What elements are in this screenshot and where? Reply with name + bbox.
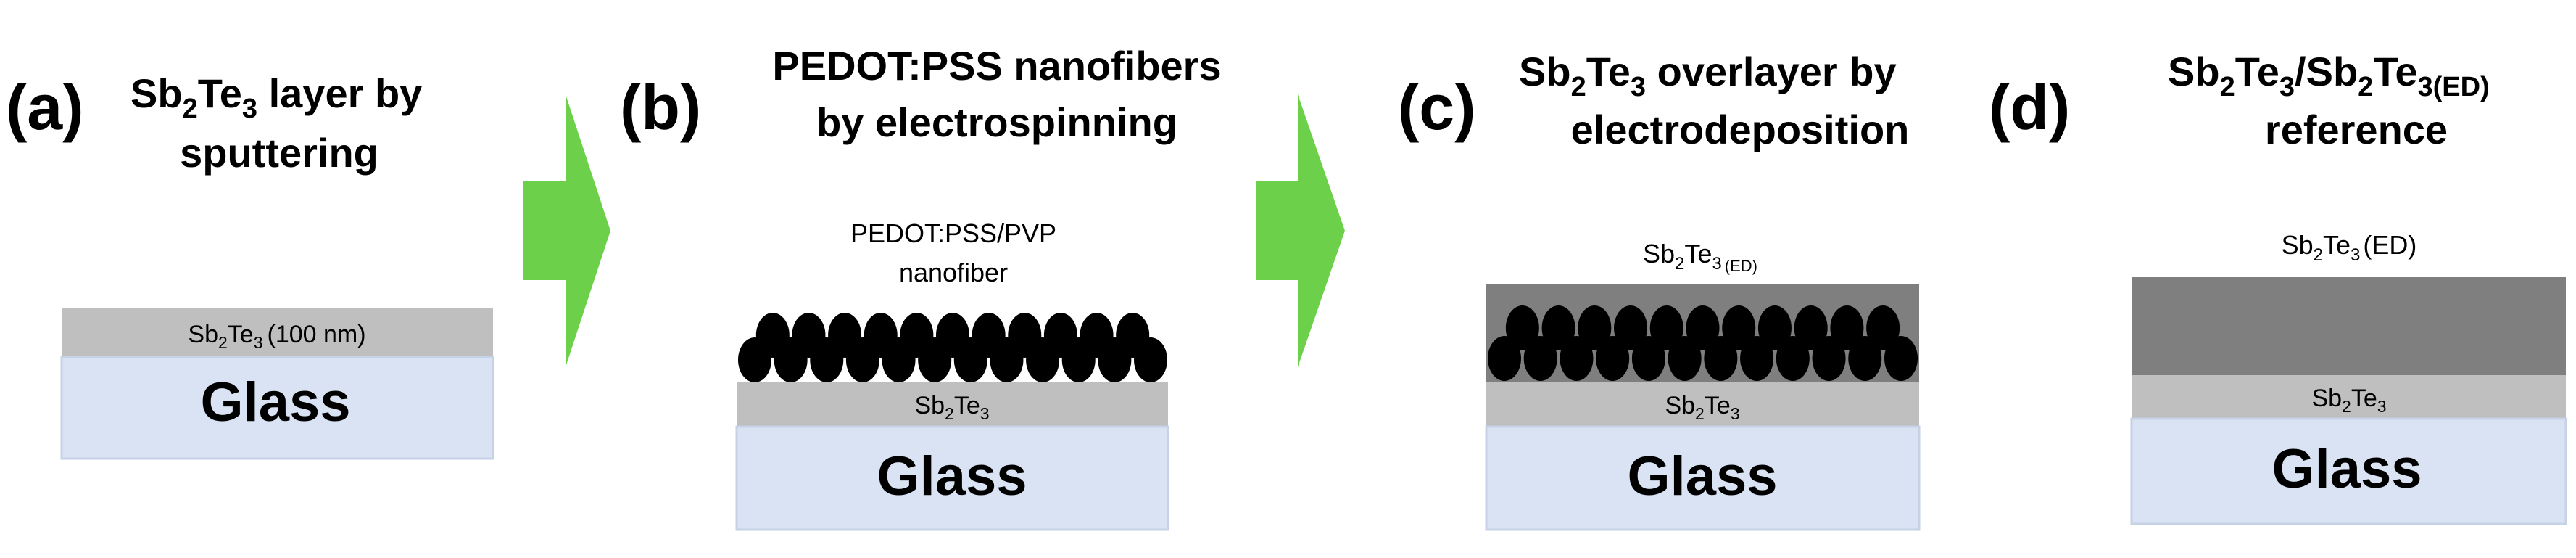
panel-c-title-line1: Sb2Te3 overlayer by (1519, 49, 1897, 102)
panel-b-nanofiber-23 (1134, 337, 1167, 382)
panel-c-letter: (c) (1398, 71, 1476, 143)
panel-b-nanofiber-20 (1026, 337, 1060, 382)
panel-a-sb2te3-layer (62, 308, 493, 357)
panel-a-title-line2: sputtering (180, 130, 378, 176)
panel-b-sb2te3-layer (737, 382, 1168, 427)
panel-c-nanofiber-13 (1523, 336, 1557, 381)
panel-c-nanofiber-2 (1541, 305, 1575, 350)
panel-b: (b) PEDOT:PSS nanofibers by electrospinn… (620, 43, 1222, 531)
panel-b-nanofiber-12 (738, 337, 771, 382)
panel-b-nanofiber-21 (1061, 337, 1096, 382)
panel-c-nanofiber-4 (1614, 305, 1648, 350)
panel-b-glass-label: Glass (877, 446, 1027, 507)
panel-d-sb2te3-label: Sb2Te3 (2311, 385, 2386, 416)
panel-c-nanofiber-5 (1649, 305, 1683, 350)
panel-d-sb2te3-layer (2132, 375, 2566, 419)
panel-b-nanofiber-17 (918, 337, 952, 382)
arrow-b-to-c (1256, 94, 1345, 367)
panel-b-sb2te3-label: Sb2Te3 (914, 392, 989, 423)
panel-a-glass-label: Glass (200, 372, 350, 433)
panel-c-nanofiber-1 (1505, 305, 1539, 350)
panel-b-nanofiber-array (738, 313, 1167, 382)
panel-a-title-line1: Sb2Te3 layer by (131, 70, 422, 124)
panel-d-ed-overlayer (2132, 277, 2566, 375)
panel-c-nanofiber-9 (1794, 305, 1828, 350)
panel-c: (c) Sb2Te3 overlayer by electrodepositio… (1398, 49, 1921, 531)
panel-b-nanofiber-18 (953, 337, 987, 382)
panel-c-nanofiber-6 (1686, 305, 1720, 350)
panel-b-glass-substrate (735, 425, 1169, 531)
panel-c-glass-label: Glass (1627, 446, 1777, 507)
panel-c-nanofiber-20 (1776, 336, 1810, 381)
panel-c-sb2te3-label: Sb2Te3 (1665, 392, 1739, 423)
panel-d-overlayer-label: Sb2Te3(ED) (2282, 230, 2417, 265)
panel-a: (a) Sb2Te3 layer by sputtering Sb2Te3(10… (6, 70, 494, 460)
panel-d-glass-substrate (2130, 417, 2567, 525)
panel-d-letter: (d) (1989, 71, 2070, 143)
panel-c-nanofiber-7 (1722, 305, 1756, 350)
panel-b-nanofiber-19 (990, 337, 1024, 382)
panel-c-nanofiber-23 (1884, 336, 1918, 381)
panel-c-sb2te3-layer (1486, 382, 1919, 427)
panel-d-title-line2: reference (2265, 107, 2448, 152)
panel-c-nanofiber-19 (1740, 336, 1774, 381)
panel-c-nanofiber-17 (1668, 336, 1702, 381)
panel-b-nanofiber-16 (882, 337, 916, 382)
panel-c-nanofiber-14 (1560, 336, 1594, 381)
panel-c-nanofiber-15 (1596, 336, 1630, 381)
panel-c-overlayer-label: Sb2Te3(ED) (1643, 239, 1757, 275)
panel-c-nanofiber-12 (1488, 336, 1521, 381)
panel-c-nanofiber-16 (1631, 336, 1665, 381)
arrow-a-to-b (523, 94, 610, 367)
panel-b-nanofiber-13 (774, 337, 808, 382)
panel-c-nanofiber-3 (1578, 305, 1612, 350)
panel-a-glass-substrate (60, 356, 494, 460)
panel-d-glass-label: Glass (2271, 438, 2422, 500)
panel-b-letter: (b) (620, 71, 701, 143)
panel-c-nanofiber-11 (1866, 305, 1900, 350)
panel-b-nanofiber-22 (1098, 337, 1132, 382)
panel-b-title-line2: by electrospinning (816, 99, 1177, 145)
panel-c-nanofiber-10 (1830, 305, 1864, 350)
panel-b-title-line1: PEDOT:PSS nanofibers (772, 43, 1221, 89)
panel-a-letter: (a) (6, 71, 84, 143)
panel-c-nanofiber-22 (1848, 336, 1882, 381)
panel-b-fiber-label-line1: PEDOT:PSS/PVP (850, 218, 1056, 248)
panel-b-nanofiber-14 (810, 337, 844, 382)
panel-d: (d) Sb2Te3/Sb2Te3(ED) reference Sb2Te3(E… (1989, 49, 2567, 525)
panel-d-title-line1: Sb2Te3/Sb2Te3(ED) (2168, 49, 2490, 102)
panel-c-nanofiber-21 (1812, 336, 1846, 381)
panel-c-glass-substrate (1485, 425, 1921, 531)
panel-b-nanofiber-15 (845, 337, 879, 382)
panel-c-nanofiber-8 (1757, 305, 1792, 350)
panel-b-fiber-label-line2: nanofiber (899, 258, 1008, 287)
panel-c-nanofiber-18 (1704, 336, 1738, 381)
panel-a-sb2te3-label: Sb2Te3(100 nm) (188, 321, 365, 352)
panel-c-title-line2: electrodeposition (1571, 107, 1910, 152)
panel-c-nanofiber-array (1488, 305, 1918, 381)
